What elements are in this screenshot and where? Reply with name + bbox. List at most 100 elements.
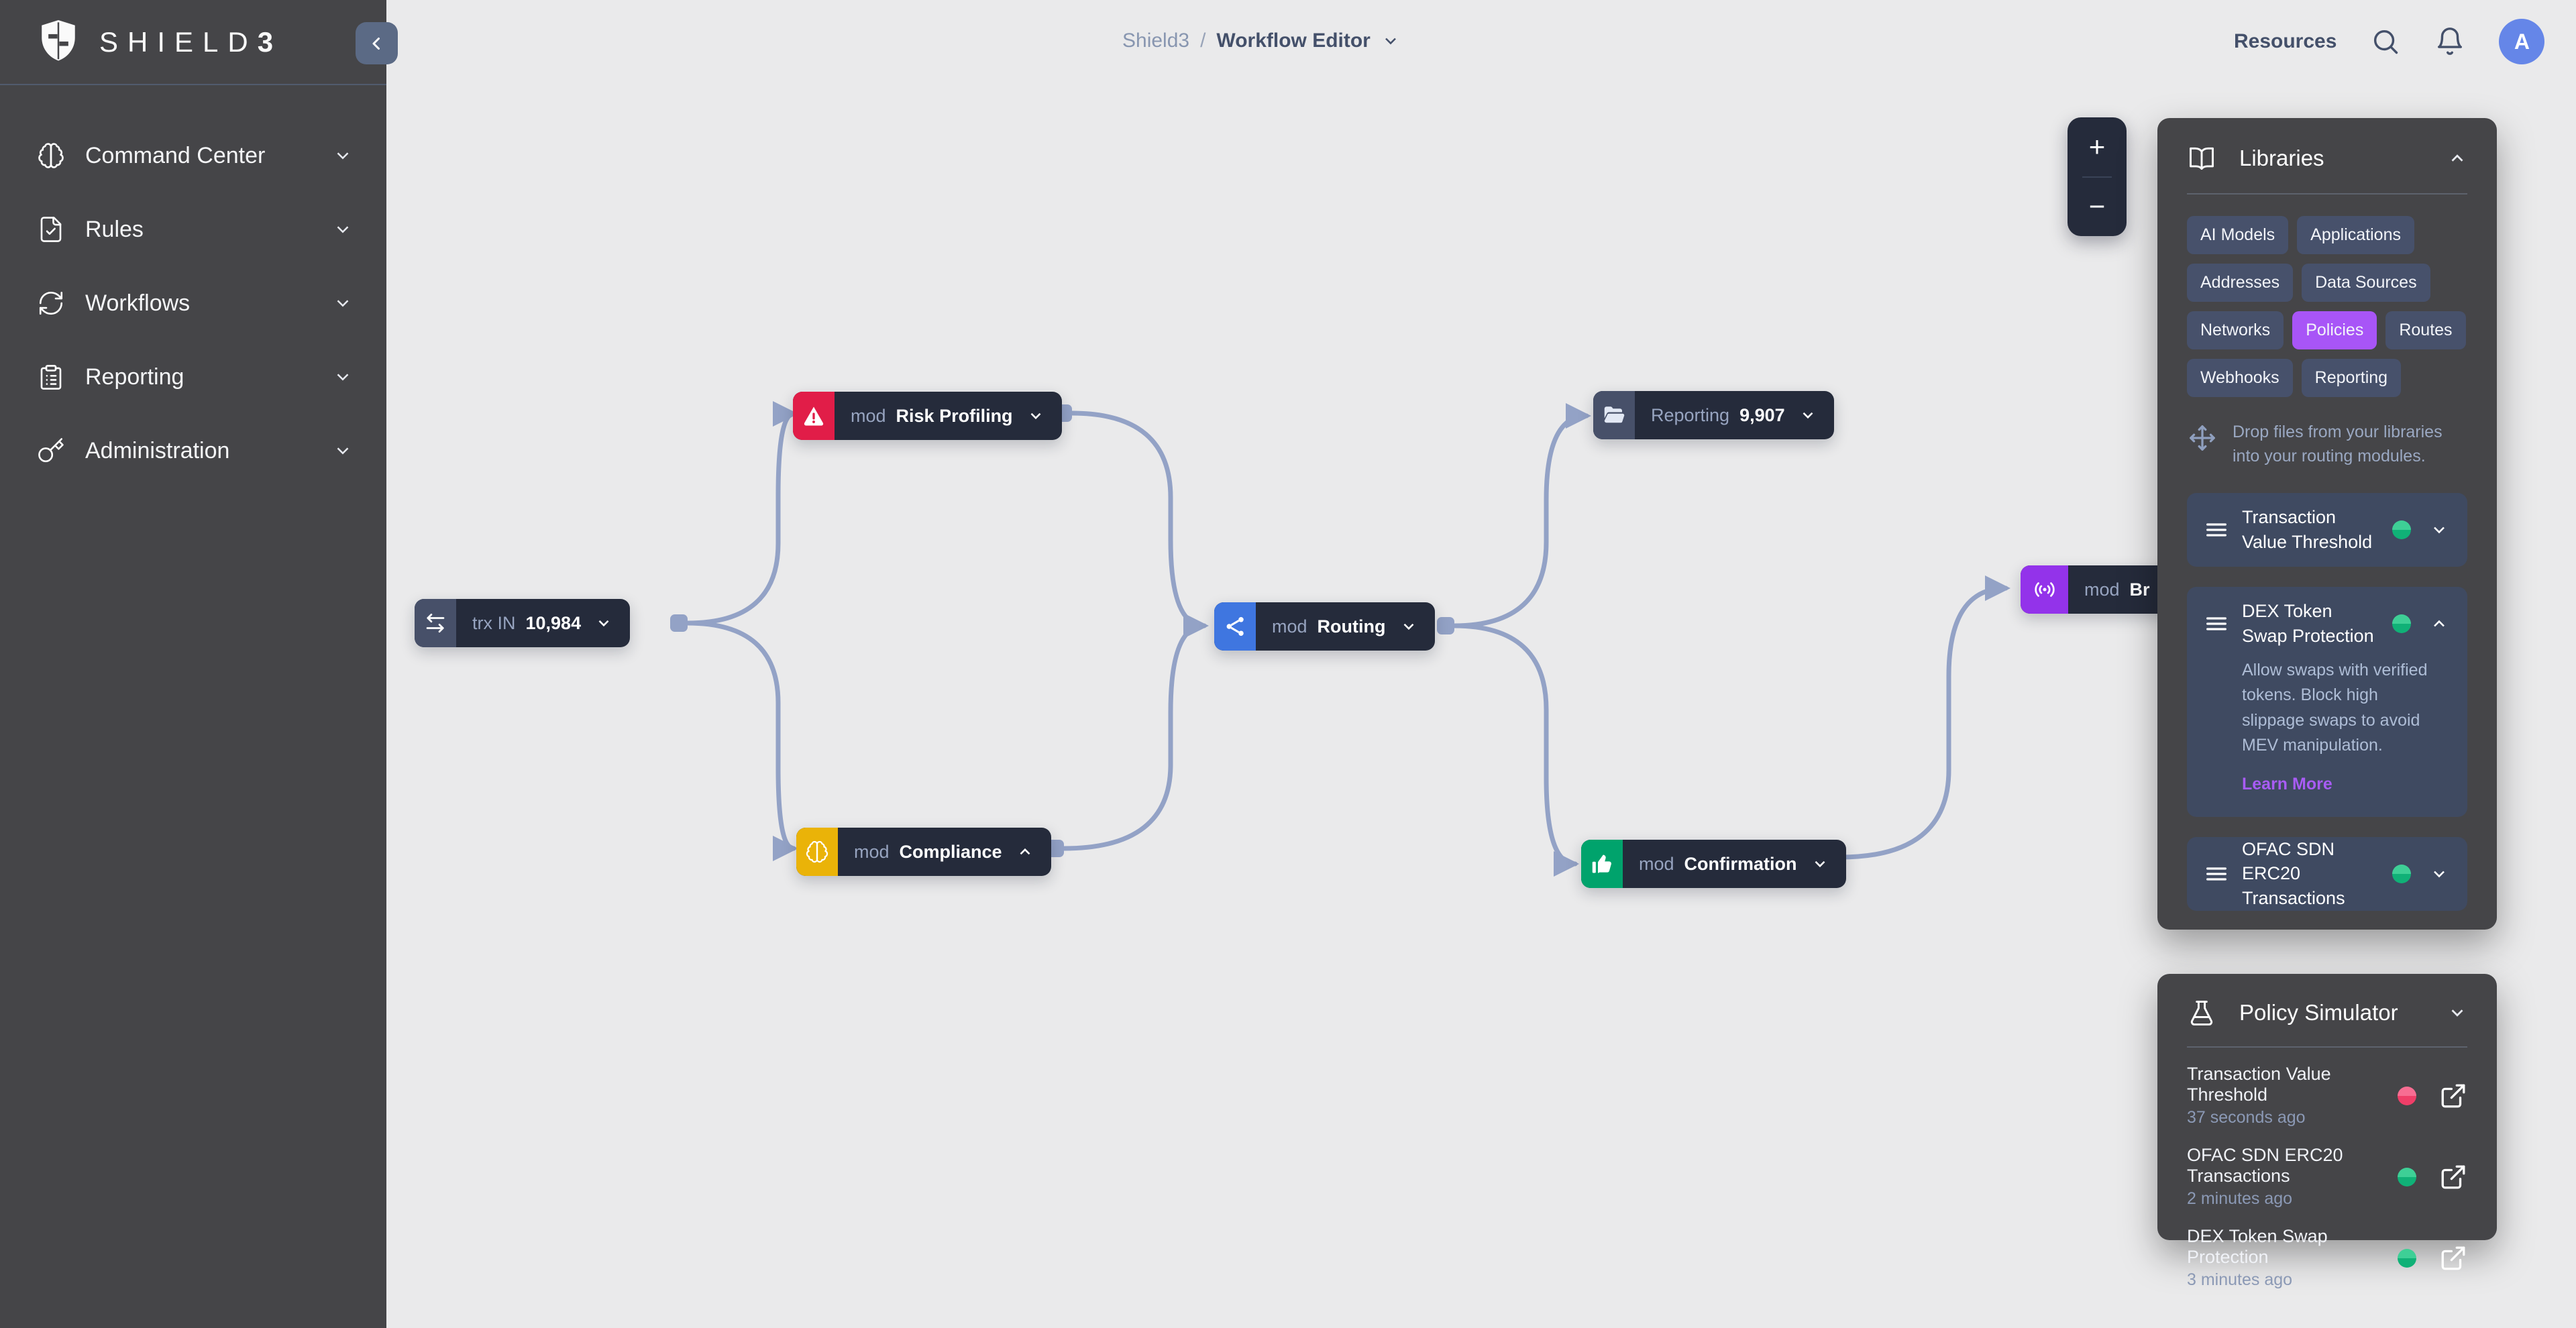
move-arrows-icon (2187, 423, 2218, 453)
drag-handle-icon[interactable] (2206, 865, 2227, 883)
chip-data-sources[interactable]: Data Sources (2302, 264, 2430, 302)
chevron-down-icon[interactable] (1381, 32, 1400, 50)
node-tag: mod (2084, 579, 2120, 600)
breadcrumb: Shield3 / Workflow Editor (1122, 30, 1400, 52)
zoom-out-button[interactable]: − (2068, 178, 2127, 237)
brain-icon (37, 142, 65, 170)
chip-reporting[interactable]: Reporting (2301, 359, 2402, 397)
status-dot-green (2392, 864, 2411, 883)
sidebar-item-label: Rules (85, 216, 144, 242)
sidebar-item-administration[interactable]: Administration (0, 414, 386, 488)
search-icon[interactable] (2370, 26, 2401, 57)
libraries-panel: Libraries AI Models Applications Address… (2157, 118, 2497, 930)
sidebar-item-rules[interactable]: Rules (0, 192, 386, 266)
chevron-down-icon[interactable] (595, 614, 612, 632)
chevron-left-icon (367, 34, 387, 54)
chevron-up-icon[interactable] (1016, 843, 1034, 861)
sidebar-collapse-button[interactable] (356, 22, 398, 64)
chevron-down-icon[interactable] (2430, 520, 2449, 539)
node-label: Routing (1317, 616, 1386, 637)
sidebar-item-workflows[interactable]: Workflows (0, 266, 386, 340)
external-link-icon[interactable] (2439, 1163, 2467, 1191)
node-risk-profiling[interactable]: mod Risk Profiling (793, 392, 1062, 440)
sidebar-item-label: Command Center (85, 142, 266, 168)
chevron-down-icon[interactable] (1400, 618, 1417, 635)
library-item-description: Allow swaps with verified tokens. Block … (2242, 660, 2428, 755)
node-label: Br (2129, 579, 2150, 600)
simulator-run-row: DEX Token Swap Protection 3 minutes ago (2187, 1226, 2467, 1290)
sidebar-item-label: Reporting (85, 364, 184, 390)
flask-icon (2187, 998, 2216, 1028)
simulator-run-title: Transaction Value Threshold (2187, 1064, 2331, 1105)
chevron-up-icon[interactable] (2447, 148, 2467, 168)
chevron-down-icon (333, 146, 353, 166)
chip-networks[interactable]: Networks (2187, 311, 2284, 349)
learn-more-link[interactable]: Learn More (2242, 774, 2332, 793)
node-type-label: Reporting (1651, 404, 1730, 425)
simulator-run-time: 37 seconds ago (2187, 1108, 2306, 1127)
chevron-down-icon[interactable] (2447, 1003, 2467, 1023)
chevron-down-icon[interactable] (2430, 865, 2449, 883)
node-routing[interactable]: mod Routing (1214, 602, 1435, 651)
library-item-dex-token-swap-protection[interactable]: DEX Token Swap Protection Allow swaps wi… (2187, 586, 2467, 817)
drop-hint: Drop files from your libraries into your… (2187, 420, 2467, 469)
chip-ai-models[interactable]: AI Models (2187, 216, 2289, 254)
chip-routes[interactable]: Routes (2385, 311, 2466, 349)
bell-icon[interactable] (2434, 26, 2465, 57)
libraries-header: Libraries (2187, 144, 2467, 173)
topbar-actions: Resources A (2234, 19, 2545, 64)
library-item-ofac-sdn-erc20-transactions[interactable]: OFAC SDN ERC20 Transactions (2187, 836, 2467, 911)
folder-open-icon (1593, 391, 1635, 439)
chip-webhooks[interactable]: Webhooks (2187, 359, 2293, 397)
sidebar-item-label: Administration (85, 437, 230, 463)
library-category-chips: AI Models Applications Addresses Data So… (2187, 216, 2467, 397)
library-item-transaction-value-threshold[interactable]: Transaction Value Threshold (2187, 492, 2467, 567)
sidebar-item-reporting[interactable]: Reporting (0, 340, 386, 414)
status-dot-green (2392, 614, 2411, 633)
chip-applications[interactable]: Applications (2297, 216, 2414, 254)
library-item-title: DEX Token Swap Protection (2242, 601, 2374, 646)
external-link-icon[interactable] (2439, 1244, 2467, 1272)
node-type-label: trx IN (472, 612, 516, 633)
breadcrumb-current[interactable]: Workflow Editor (1216, 30, 1371, 52)
avatar[interactable]: A (2499, 19, 2545, 64)
node-tag: mod (851, 405, 886, 426)
brand-logo[interactable]: SHIELD3 (0, 0, 386, 85)
chevron-down-icon (333, 367, 353, 387)
node-confirmation[interactable]: mod Confirmation (1581, 840, 1846, 888)
broadcast-icon (2021, 565, 2068, 614)
breadcrumb-root[interactable]: Shield3 (1122, 30, 1190, 52)
chevron-up-icon[interactable] (2430, 614, 2449, 633)
policy-simulator-header: Policy Simulator (2187, 998, 2467, 1028)
chip-policies[interactable]: Policies (2292, 311, 2377, 349)
brand-wordmark: SHIELD3 (99, 25, 275, 58)
libraries-title: Libraries (2239, 146, 2324, 170)
drag-handle-icon[interactable] (2206, 521, 2227, 539)
drag-handle-icon[interactable] (2206, 615, 2227, 632)
chevron-down-icon[interactable] (1811, 855, 1829, 873)
node-trx-in[interactable]: trx IN 10,984 (415, 599, 631, 647)
sidebar-item-command-center[interactable]: Command Center (0, 119, 386, 192)
node-label: Risk Profiling (896, 405, 1013, 426)
node-count: 10,984 (525, 612, 582, 633)
zoom-in-button[interactable]: + (2068, 117, 2127, 176)
resources-link[interactable]: Resources (2234, 30, 2337, 52)
status-dot-green (2392, 520, 2411, 539)
node-reporting[interactable]: Reporting 9,907 (1593, 391, 1834, 439)
canvas-zoom-control: + − (2068, 117, 2127, 236)
library-item-title: OFAC SDN ERC20 Transactions (2242, 838, 2345, 908)
sync-icon (37, 289, 65, 317)
swap-arrows-icon (415, 599, 456, 647)
sidebar: SHIELD3 Command Center Rules (0, 0, 386, 1328)
brain-icon (796, 828, 838, 876)
external-link-icon[interactable] (2439, 1082, 2467, 1110)
share-nodes-icon (1214, 602, 1256, 651)
chevron-down-icon (333, 293, 353, 313)
node-compliance[interactable]: mod Compliance (796, 828, 1051, 876)
chevron-down-icon[interactable] (1027, 407, 1044, 425)
simulator-run-time: 2 minutes ago (2187, 1189, 2293, 1208)
node-tag: mod (1639, 853, 1674, 874)
chevron-down-icon[interactable] (1799, 406, 1817, 424)
chip-addresses[interactable]: Addresses (2187, 264, 2294, 302)
drop-hint-text: Drop files from your libraries into your… (2233, 423, 2443, 466)
